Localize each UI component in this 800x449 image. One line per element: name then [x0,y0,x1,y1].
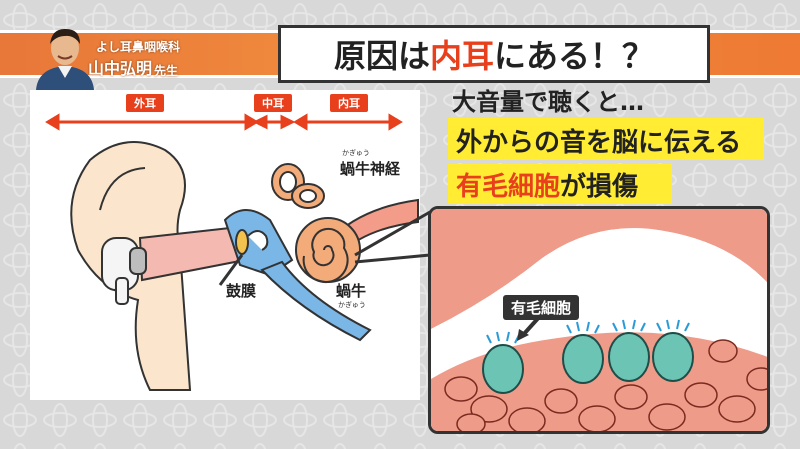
ear-anatomy-illustration [45,113,419,391]
middle-ear-arrow [252,114,296,130]
hair-cells [482,332,694,394]
nerve-label: 蝸牛神経 [340,160,401,178]
earbud-icon [101,237,147,305]
inner-ear-arrow [293,113,403,131]
doctor-affiliation: よし耳鼻咽喉科 [96,40,181,54]
cochlea-spiral [295,217,361,284]
middle-ear-label: 中耳 [254,94,292,112]
cochlea-label: 蝸牛 [336,282,367,300]
upper-tissue [431,209,767,329]
page-title: 原因は内耳にある！？ [281,28,707,80]
semicircular-canals [271,163,325,209]
title-suffix: にある！？ [494,37,655,75]
supporting-cells [444,339,767,431]
doctor-nameplate: 山中弘明 先生 [88,55,178,79]
hair-cell-zoom-panel: 有毛細胞 [428,206,770,434]
presenter-avatar [36,28,94,90]
highlight-box-1 [448,118,764,160]
doctor-title: 先生 [154,64,179,78]
hair-cell-label: 有毛細胞 [503,295,580,320]
damage-text: が損傷 [560,172,639,202]
title-prefix: 原因は [333,37,430,75]
highlight-box-2 [448,164,672,204]
inner-ear-label: 内耳 [330,94,368,112]
cochlea-ruby: かぎゅう [338,301,366,309]
doctor-name: 山中弘明 [88,59,153,78]
subtitle-loud-volume: 大音量で聴くと… [452,88,644,116]
ear-illustration-panel: 外耳 中耳 内耳 かぎゅう 蝸牛神経 鼓膜 蝸牛 かぎゅう [30,90,420,400]
explanation-line-2: 外からの音を脳に伝える [456,128,742,158]
cilia [486,319,690,344]
outer-ear-arrow [45,113,259,131]
nerve-ruby: かぎゅう [342,149,370,157]
title-highlight: 内耳 [429,37,494,75]
title-banner: 原因は内耳にある！？ [0,20,800,90]
eustachian-tube [260,260,372,342]
eardrum-label: 鼓膜 [226,282,257,300]
hair-cell-term: 有毛細胞 [456,172,561,202]
title-box: 原因は内耳にある！？ [278,25,710,83]
explanation-line-3: 有毛細胞が損傷 [456,166,638,203]
outer-ear-label: 外耳 [126,94,164,112]
hair-cell-illustration [431,209,767,431]
